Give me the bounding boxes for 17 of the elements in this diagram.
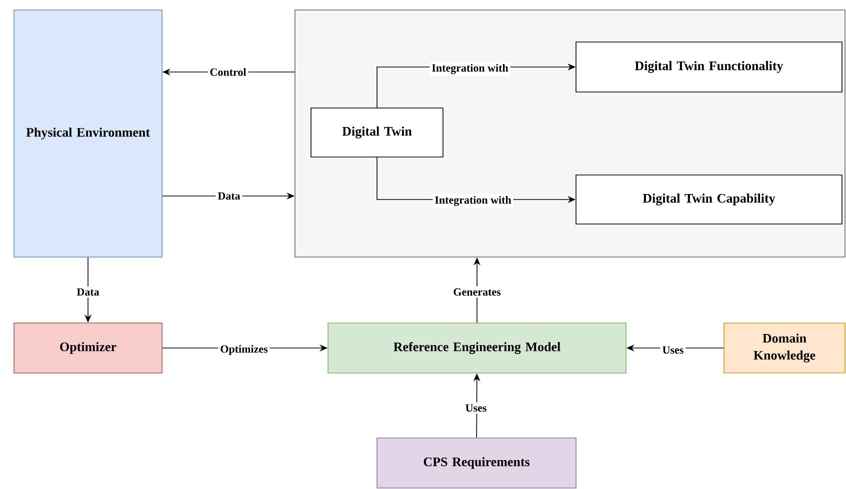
process-box: Optimizer [14, 322, 162, 374]
process-box: Digital Twin Capability [576, 174, 842, 224]
edge-label: Uses [660, 344, 686, 356]
process-box: Digital Twin [310, 108, 444, 158]
edge-label: Data [216, 190, 242, 202]
edge-label: Optimizes [218, 343, 270, 357]
process-box: Reference Engineering Model [328, 322, 626, 374]
edge-label: Integration with [430, 62, 510, 76]
edge-label: Integration with [432, 194, 514, 208]
edge-label: Control [208, 66, 248, 78]
process-box: Digital Twin Functionality [576, 42, 842, 92]
process-box: Domain Knowledge [724, 322, 846, 374]
environment-box: Physical Environment [14, 10, 162, 258]
edge-label: Uses [463, 402, 489, 414]
process-box: CPS Requirements [376, 438, 576, 488]
edge-label: Generates [451, 286, 503, 298]
edge-label: Data [74, 286, 102, 298]
